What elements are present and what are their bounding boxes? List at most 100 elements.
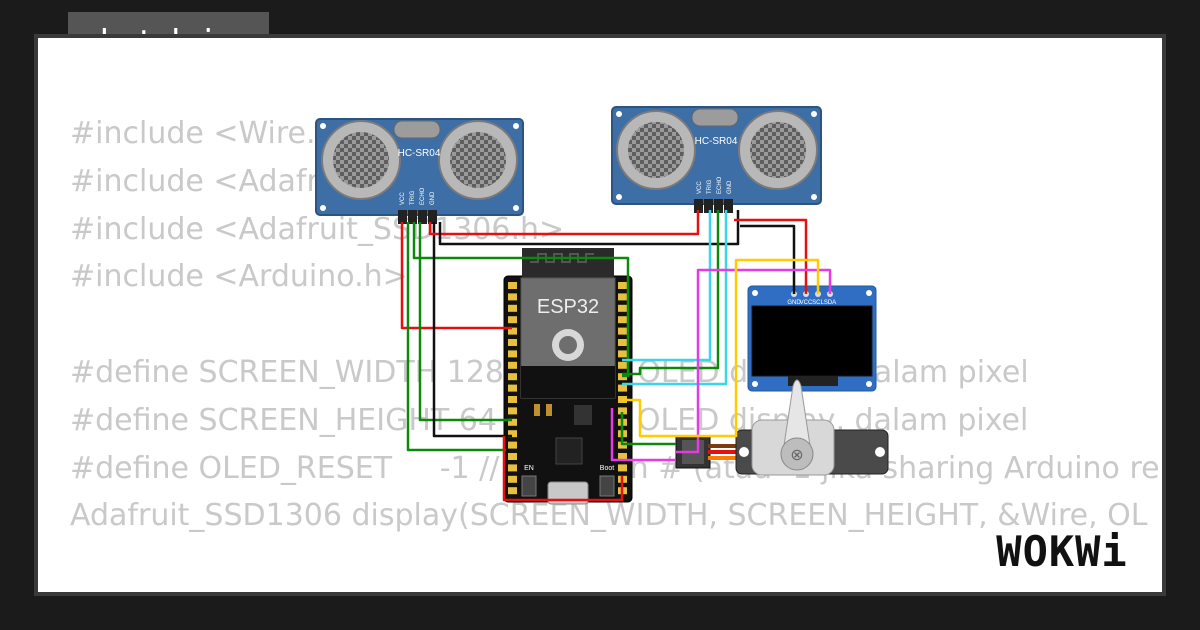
pin-label: VCC: [697, 181, 703, 194]
header-pin: [618, 316, 627, 324]
pin-label: VCC: [400, 192, 406, 205]
header-pin: [508, 396, 517, 403]
servo-motor[interactable]: ⊗: [675, 379, 889, 476]
wire-green: [622, 210, 720, 376]
mount-hole: [513, 205, 519, 211]
oled-display[interactable]: GND VCC SCL SDA: [747, 285, 877, 392]
pin-label: TRIG: [707, 179, 713, 194]
boot-button-label: Boot: [600, 465, 614, 472]
crystal: [691, 108, 739, 127]
usb-port: [547, 481, 589, 505]
servo-screw-icon: ⊗: [790, 447, 803, 464]
header-pin: [618, 327, 627, 335]
header-pin: [618, 464, 627, 472]
header-pin: [508, 361, 517, 369]
transducer-mesh: [628, 122, 684, 178]
shield-band: [521, 366, 615, 398]
header-pin: [508, 430, 517, 438]
pin-label: TRIG: [410, 190, 416, 205]
transducer-mesh: [333, 132, 389, 188]
header-pin: [508, 293, 517, 301]
crystal: [393, 120, 441, 139]
sensor-header: [694, 199, 733, 213]
wire-red: [428, 210, 700, 236]
wire-red: [400, 222, 512, 330]
servo-hub: [780, 437, 814, 471]
pin-label: GND: [430, 191, 436, 205]
mount-hole: [513, 123, 519, 129]
mount-hole: [320, 205, 326, 211]
code-editor: #include <Wire.h>#include <Adafruit_GFX.…: [70, 110, 1160, 592]
header-pin: [508, 453, 517, 460]
header-pin: [618, 339, 627, 346]
regulator-chip: [574, 405, 592, 425]
header-pin: [508, 464, 517, 472]
wire-green: [620, 412, 676, 446]
smd-part: [546, 404, 552, 416]
pin-label: ECHO: [420, 187, 426, 205]
header-pin: [618, 407, 627, 415]
wire-magenta: [676, 268, 832, 454]
mount-hole: [616, 111, 622, 117]
header-pin: [618, 453, 627, 460]
boot-button[interactable]: [599, 475, 615, 497]
oled-ribbon: [788, 376, 838, 386]
transducer-mesh: [750, 122, 806, 178]
pin-label: ECHO: [717, 176, 723, 194]
oled-screen: [751, 305, 873, 377]
code-line: Adafruit_SSD1306 display(SCREEN_WIDTH, S…: [70, 498, 1148, 534]
wire-black: [740, 224, 796, 294]
header-pin: [508, 407, 517, 415]
servo-horn: [782, 379, 812, 453]
header-pin: [508, 487, 517, 495]
wire-magenta: [610, 408, 676, 462]
usb-uart-chip: [555, 437, 583, 465]
pin-label: GND: [727, 180, 733, 194]
wire-cyan: [622, 210, 712, 362]
header-pin: [508, 475, 517, 483]
header-pin: [618, 384, 627, 392]
servo-mount-hole: [739, 447, 749, 457]
mount-hole: [320, 123, 326, 129]
mount-hole: [811, 194, 817, 200]
header-pin: [508, 316, 517, 324]
code-preview-panel: #include <Wire.h>#include <Adafruit_GFX.…: [34, 34, 1166, 596]
code-line: #define OLED_RESET -1 // Reset pin # (at…: [70, 450, 1160, 486]
header-pin: [618, 361, 627, 369]
sensor-header: [398, 210, 437, 224]
ultrasonic-sensor-2[interactable]: HC-SR04 VCC TRIG ECHO GND: [611, 106, 822, 213]
code-line: #include <Adafruit_SSD1306.h>: [70, 211, 565, 247]
esp32-board[interactable]: ESP32 EN Boot: [503, 248, 633, 505]
header-pin: [618, 293, 627, 301]
en-button-label: EN: [524, 465, 534, 472]
oled-pin-label: VCC: [800, 300, 813, 306]
header-pin: [618, 350, 627, 358]
oled-pin-label: GND: [787, 300, 801, 306]
transducer-mesh: [450, 132, 506, 188]
ultrasonic-sensor-1[interactable]: HC-SR04 VCC TRIG ECHO GND: [315, 118, 524, 224]
wire-red: [502, 436, 624, 502]
mount-hole: [752, 290, 758, 296]
header-pin: [508, 350, 517, 358]
sensor-label: HC-SR04: [398, 148, 441, 159]
mount-hole: [752, 381, 758, 387]
oled-pin-label: SCL: [812, 300, 824, 306]
mount-hole: [866, 290, 872, 296]
wokwi-logo: WOKWi: [974, 528, 1150, 576]
mount-hole: [866, 381, 872, 387]
mount-hole: [811, 111, 817, 117]
header-pin: [618, 304, 627, 312]
smd-part: [534, 404, 540, 416]
en-button[interactable]: [521, 475, 537, 497]
header-pin: [508, 304, 517, 312]
oled-pin-label: SDA: [824, 300, 836, 306]
wire-green: [412, 222, 630, 378]
wire-yellow: [622, 258, 820, 438]
wire-green: [418, 222, 512, 422]
wire-cyan: [622, 210, 728, 386]
wire-black: [432, 222, 512, 438]
left-pin-header: [508, 282, 517, 495]
wire-green: [406, 222, 506, 452]
header-pin: [508, 282, 517, 289]
